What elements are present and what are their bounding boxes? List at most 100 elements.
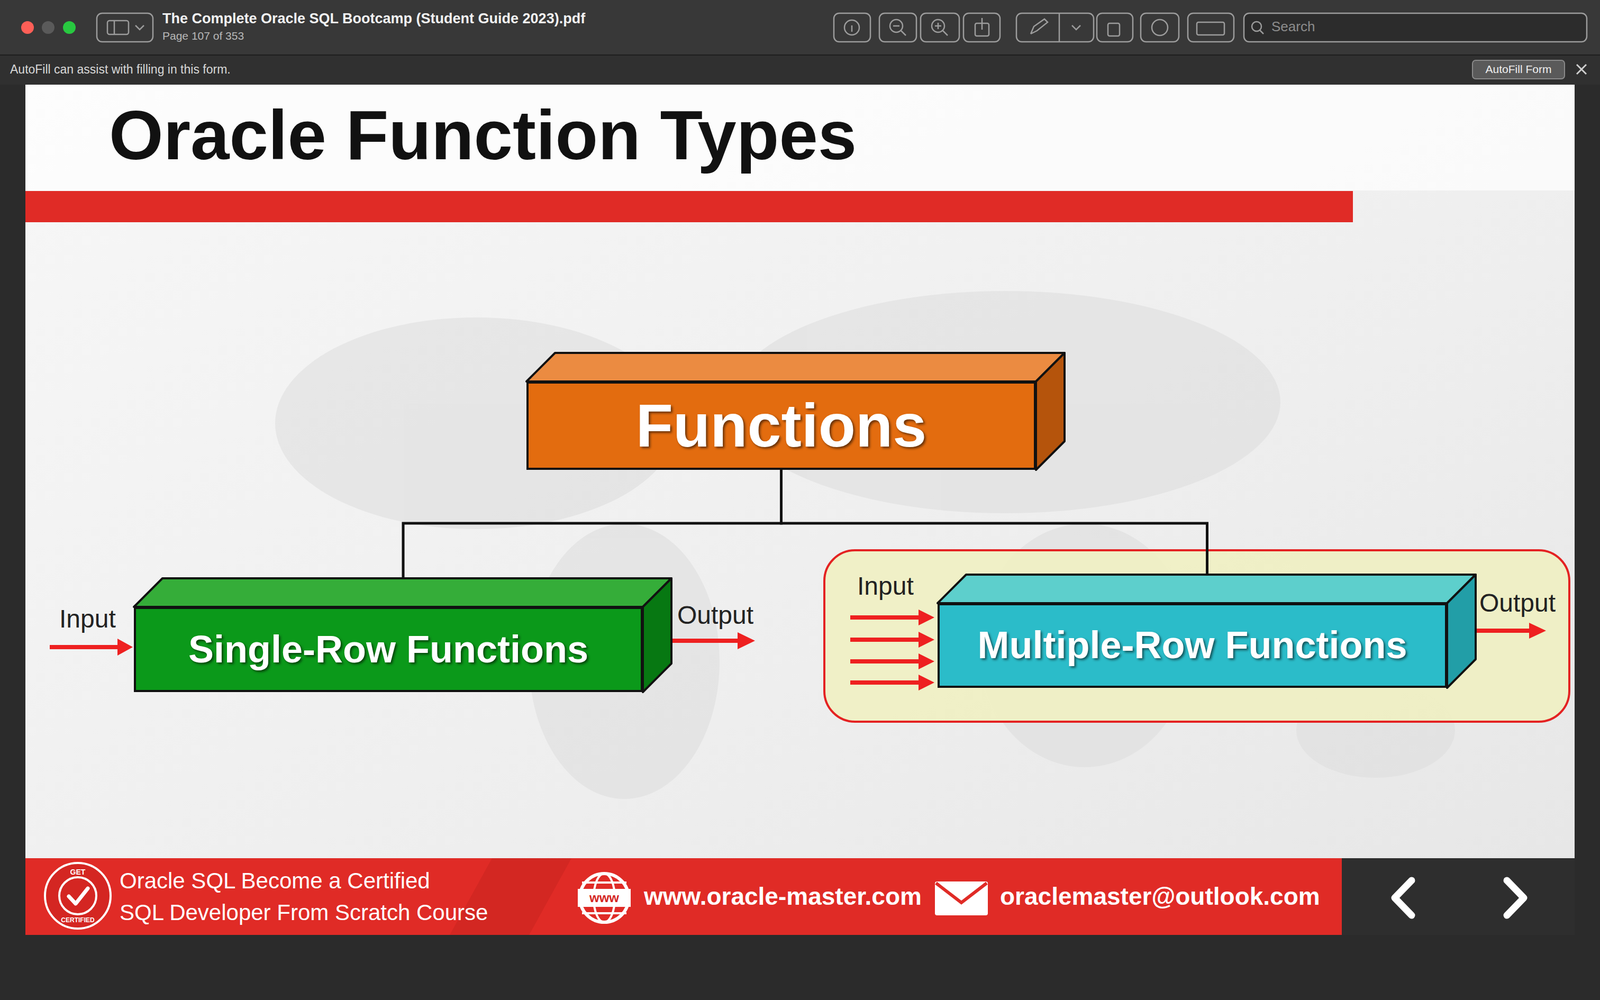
box-top-face bbox=[937, 574, 1476, 604]
badge-text: CERTIFIED bbox=[60, 916, 95, 925]
rotate-button bbox=[1096, 13, 1133, 42]
previous-chevron bbox=[1394, 880, 1412, 916]
node-text: Single-Row Functions bbox=[188, 628, 589, 671]
zoom-button bbox=[62, 21, 76, 34]
annotate-button bbox=[1140, 13, 1179, 42]
zoom-out-glyph bbox=[893, 25, 900, 27]
sidebar-glyph bbox=[113, 20, 116, 35]
globe-text: www bbox=[589, 890, 620, 906]
search-field bbox=[1243, 13, 1587, 42]
title-underline-bar bbox=[25, 191, 1353, 223]
slide-title: Oracle Function Types bbox=[108, 95, 857, 176]
globe-icon bbox=[577, 873, 631, 923]
envelope-icon bbox=[934, 881, 988, 916]
window-title: The Complete Oracle SQL Bootcamp (Studen… bbox=[162, 10, 586, 27]
output-label: Output bbox=[677, 600, 754, 630]
certified-badge bbox=[44, 862, 111, 929]
box-side-face bbox=[1447, 574, 1476, 688]
share-button bbox=[963, 13, 1000, 42]
sidebar-button bbox=[96, 13, 153, 42]
globe-parallel bbox=[582, 881, 627, 884]
pen-glyph bbox=[1030, 19, 1048, 34]
zoom-out-glyph bbox=[889, 19, 903, 33]
node-text: Functions bbox=[635, 392, 927, 460]
markup-divider bbox=[1058, 13, 1061, 42]
output-arrow bbox=[661, 638, 741, 643]
autofill-button bbox=[1472, 60, 1565, 79]
input-label: Input bbox=[857, 571, 914, 601]
slide-background bbox=[25, 84, 1575, 935]
function-type-box: Multiple-Row Functions bbox=[937, 603, 1448, 688]
info-button bbox=[833, 13, 871, 42]
badge-inner-ring bbox=[59, 877, 97, 915]
close-glyph bbox=[1576, 64, 1587, 75]
course-name: SQL Developer From Scratch Course bbox=[119, 900, 488, 926]
minimize-button bbox=[41, 21, 55, 34]
close-button bbox=[21, 21, 34, 34]
info-glyph bbox=[844, 20, 860, 35]
zoom-in-glyph bbox=[937, 22, 940, 30]
arrow-head bbox=[918, 631, 935, 648]
annotate-glyph bbox=[1151, 19, 1168, 36]
zoom-in-glyph bbox=[942, 30, 948, 36]
input-arrow bbox=[850, 615, 922, 620]
button-label: AutoFill Form bbox=[1485, 62, 1552, 76]
info-glyph bbox=[851, 25, 853, 32]
website-url: www.oracle-master.com bbox=[643, 882, 922, 911]
zoom-in-button bbox=[920, 13, 960, 42]
sign-glyph bbox=[1196, 22, 1225, 35]
input-arrow bbox=[850, 637, 922, 642]
box-top-face bbox=[133, 578, 672, 607]
rotate-glyph bbox=[1107, 23, 1120, 36]
arrow-head bbox=[918, 653, 935, 670]
input-arrow bbox=[49, 644, 121, 650]
badge-ring bbox=[44, 862, 111, 929]
close-glyph bbox=[1576, 64, 1587, 75]
sidebar-glyph bbox=[107, 20, 129, 35]
check-mark bbox=[68, 888, 88, 904]
footer-nav-panel bbox=[1341, 858, 1575, 935]
footer-band bbox=[25, 858, 1342, 935]
search-glyph bbox=[1251, 21, 1262, 32]
arrow-head bbox=[918, 609, 935, 626]
search-placeholder: Search bbox=[1271, 19, 1315, 35]
globe-band bbox=[577, 888, 631, 907]
input-arrow bbox=[850, 659, 922, 664]
output-label: Output bbox=[1479, 588, 1556, 618]
highlight-region bbox=[824, 550, 1570, 722]
course-name: Oracle SQL Become a Certified bbox=[119, 868, 431, 894]
function-type-box: Single-Row Functions bbox=[133, 606, 643, 693]
category-box: Functions bbox=[526, 381, 1036, 470]
next-chevron bbox=[1506, 880, 1524, 916]
markup-button bbox=[1016, 13, 1094, 42]
zoom-out-button bbox=[879, 13, 917, 42]
badge-text: GET bbox=[70, 867, 86, 877]
input-arrow bbox=[850, 680, 922, 685]
arrow-head bbox=[1529, 622, 1547, 639]
search-glyph bbox=[1259, 30, 1264, 34]
title-area bbox=[25, 84, 1575, 191]
sign-button bbox=[1187, 13, 1234, 42]
zoom-in-glyph bbox=[931, 19, 945, 33]
arrow-head bbox=[918, 674, 935, 691]
share-glyph bbox=[981, 17, 984, 30]
box-top-face bbox=[526, 352, 1065, 382]
chevron-glyph bbox=[135, 25, 144, 30]
autofill-notice: AutoFill can assist with filling in this… bbox=[10, 62, 231, 77]
arrow-head bbox=[737, 632, 756, 650]
autofill-bar bbox=[0, 55, 1600, 85]
envelope-body bbox=[934, 881, 988, 916]
zoom-out-glyph bbox=[901, 30, 906, 36]
globe-parallel bbox=[582, 912, 627, 915]
close-glyph bbox=[1576, 64, 1587, 75]
node-text: Multiple-Row Functions bbox=[977, 624, 1408, 667]
toolbar-divider bbox=[0, 54, 1600, 56]
page-indicator: Page 107 of 353 bbox=[162, 29, 244, 43]
input-label: Input bbox=[59, 604, 116, 634]
chevron-glyph bbox=[1071, 25, 1081, 30]
box-side-face bbox=[642, 578, 672, 693]
envelope-flap bbox=[935, 883, 987, 903]
toolbar-bar bbox=[0, 0, 1600, 56]
email-address: oraclemaster@outlook.com bbox=[1000, 882, 1321, 911]
